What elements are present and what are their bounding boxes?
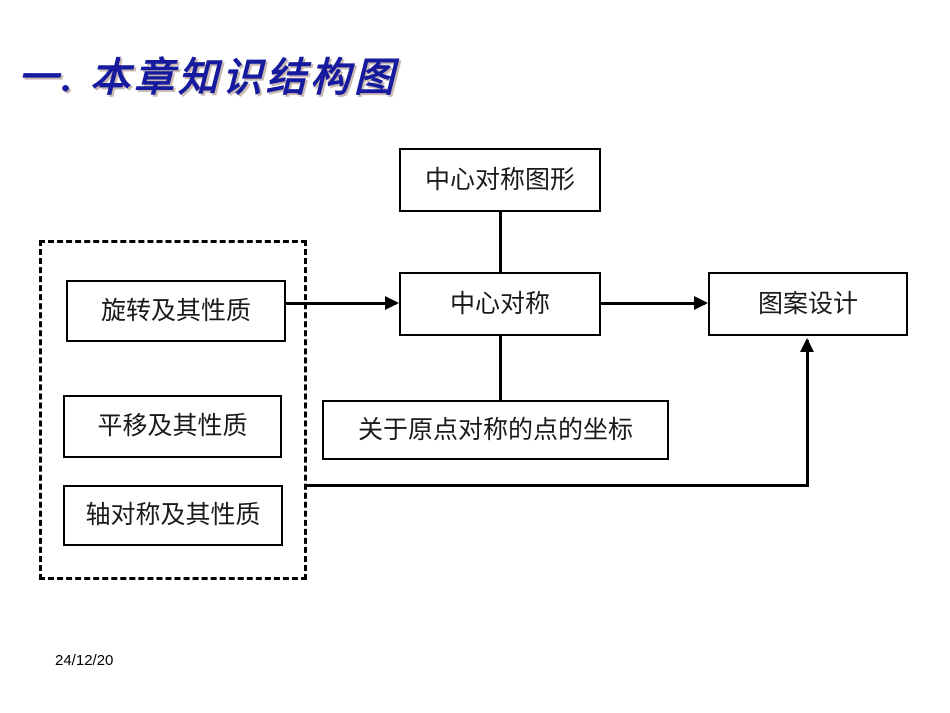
- connector-central-sym-to-pattern-design: [599, 302, 705, 305]
- node-label: 关于原点对称的点的坐标: [357, 416, 633, 444]
- connector-central-sym-to-origin-coords: [499, 334, 502, 402]
- node-axial-symmetry-properties[interactable]: 轴对称及其性质: [63, 485, 283, 546]
- node-label: 中心对称: [449, 290, 550, 318]
- connector-axial-sym-to-pattern-design-horizontal: [305, 484, 809, 487]
- node-central-symmetry[interactable]: 中心对称: [399, 272, 601, 336]
- node-origin-symmetric-point-coordinates[interactable]: 关于原点对称的点的坐标: [322, 400, 669, 460]
- connector-rotation-to-central-sym: [284, 302, 396, 305]
- node-pattern-design[interactable]: 图案设计: [708, 272, 908, 336]
- connector-central-figure-to-central-sym: [499, 210, 502, 274]
- arrowhead-right-icon: [694, 296, 708, 310]
- arrowhead-right-icon: [385, 296, 399, 310]
- node-label: 中心对称图形: [424, 166, 575, 194]
- node-label: 轴对称及其性质: [85, 502, 261, 529]
- page-title: 一. 本章知识结构图: [18, 55, 398, 100]
- node-translation-properties[interactable]: 平移及其性质: [63, 395, 282, 458]
- node-label: 平移及其性质: [97, 413, 248, 440]
- dashed-group-box: [39, 240, 307, 580]
- connector-axial-sym-to-pattern-design-vertical: [806, 340, 809, 486]
- node-label: 图案设计: [757, 290, 858, 318]
- node-central-symmetric-figure[interactable]: 中心对称图形: [399, 148, 601, 212]
- node-label: 旋转及其性质: [100, 297, 251, 325]
- node-rotation-properties[interactable]: 旋转及其性质: [66, 280, 286, 342]
- arrowhead-up-icon: [800, 338, 814, 352]
- footer-date: 24/12/20: [55, 652, 114, 669]
